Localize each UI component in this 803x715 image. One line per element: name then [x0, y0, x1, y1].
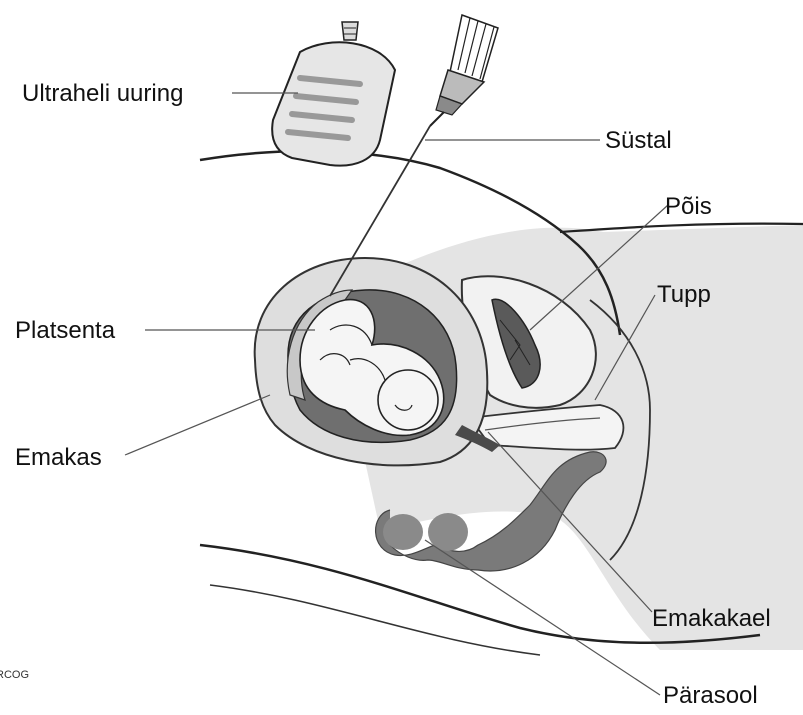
label-uterus: Emakas	[15, 444, 102, 471]
label-cervix: Emakakael	[652, 605, 771, 632]
label-rectum: Pärasool	[663, 682, 758, 709]
label-vagina: Tupp	[657, 281, 711, 308]
label-syringe: Süstal	[605, 127, 672, 154]
label-placenta: Platsenta	[15, 317, 116, 344]
ultrasound-probe	[272, 22, 395, 166]
label-bladder: Põis	[665, 193, 712, 220]
credit-text: RCOG	[0, 669, 29, 681]
leader-uterus	[125, 395, 270, 455]
label-ultrasound: Ultraheli uuring	[22, 80, 183, 107]
